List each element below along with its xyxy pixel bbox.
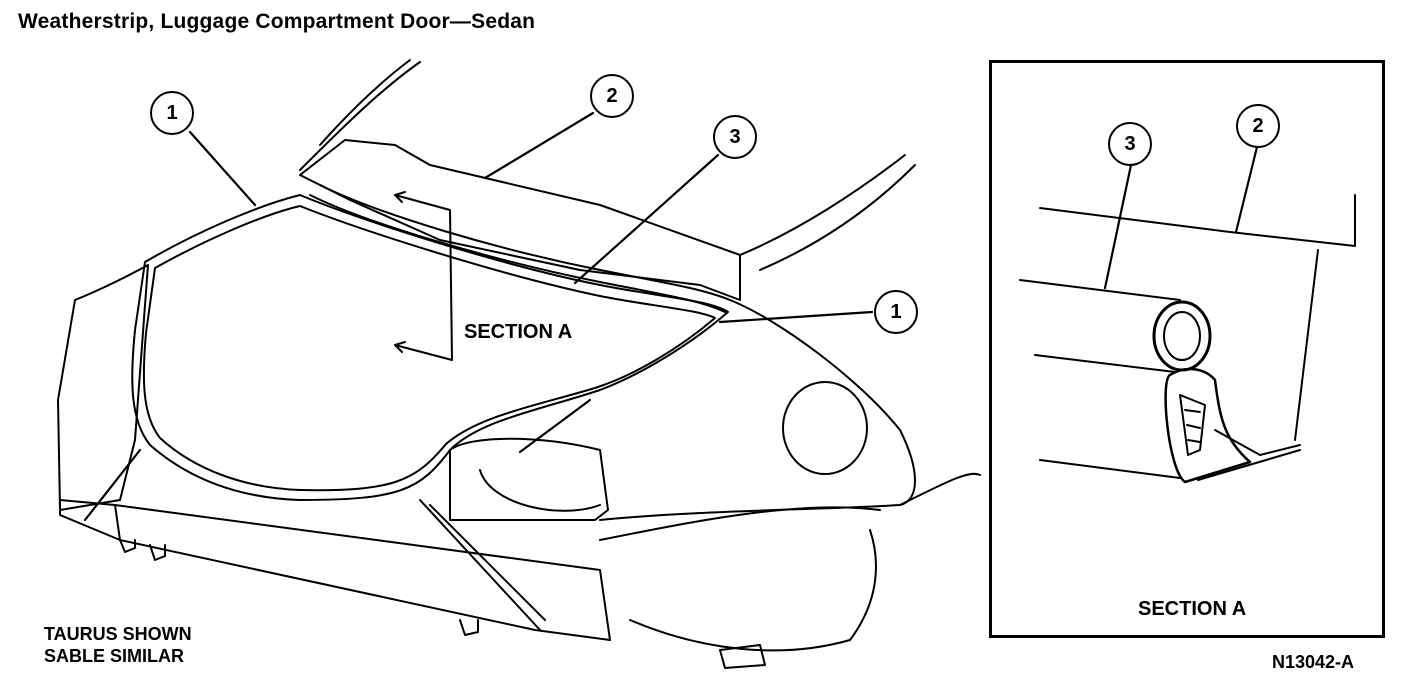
note-taurus-shown: TAURUS SHOWN — [44, 624, 192, 644]
callout-1-top-left: 1 — [150, 91, 194, 135]
callout-3-top: 3 — [713, 115, 757, 159]
callout-number: 1 — [890, 300, 902, 323]
callout-number: 1 — [166, 101, 178, 124]
section-a-detail — [1019, 145, 1356, 484]
callout-number: 2 — [1252, 114, 1264, 137]
quarter-panel — [599, 506, 881, 541]
weatherstrip-bulb-body — [1019, 279, 1181, 301]
callout-3-inset: 3 — [1108, 122, 1152, 166]
weatherstrip-inner — [142, 205, 716, 492]
figure-id: N13042-A — [1272, 652, 1355, 672]
section-a-indicator — [394, 194, 453, 361]
figure-title: Weatherstrip, Luggage Compartment Door—S… — [18, 10, 536, 33]
callout-2-inset: 2 — [1236, 104, 1280, 148]
door-panel-line — [1039, 194, 1356, 247]
callout-1-right: 1 — [874, 290, 918, 334]
weatherstrip-outer — [131, 194, 729, 501]
rear-window-outline — [319, 59, 411, 146]
callout-number: 2 — [606, 84, 618, 107]
callout-number: 3 — [729, 125, 741, 148]
section-a-label-main: SECTION A — [464, 321, 573, 343]
section-a-inset-frame — [989, 60, 1385, 638]
right-taillamp — [449, 437, 609, 521]
left-taillamp — [57, 264, 149, 511]
callout-number: 3 — [1124, 132, 1136, 155]
note-sable-similar: SABLE SIMILAR — [44, 646, 185, 666]
fuel-door — [782, 381, 868, 475]
package-shelf — [299, 139, 741, 301]
callout-2-top: 2 — [590, 74, 634, 118]
section-a-label-inset: SECTION A — [1138, 598, 1247, 620]
retainer-clip — [1164, 367, 1252, 484]
